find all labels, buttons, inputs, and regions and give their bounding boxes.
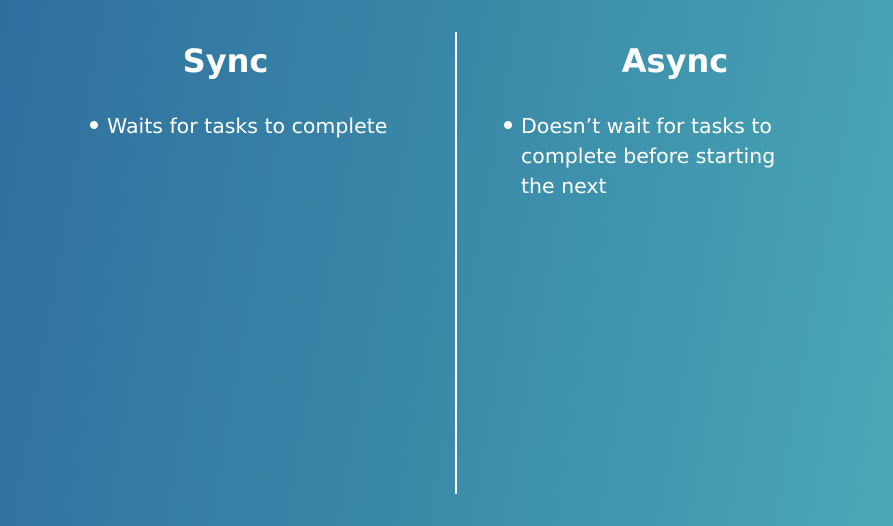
column-divider [455, 32, 457, 494]
bullet-item: Waits for tasks to complete [90, 111, 430, 141]
async-title: Async [621, 42, 729, 80]
sync-title: Sync [182, 42, 269, 80]
async-column: Async Doesn’t wait for tasks to complete… [457, 0, 893, 526]
bullet-dot-icon [504, 121, 512, 129]
bullet-text: Doesn’t wait for tasks to complete befor… [521, 114, 776, 198]
sync-column: Sync Waits for tasks to complete [0, 0, 455, 526]
bullet-item: Doesn’t wait for tasks to complete befor… [504, 111, 804, 201]
bullet-text: Waits for tasks to complete [107, 114, 388, 138]
async-bullet-list: Doesn’t wait for tasks to complete befor… [504, 111, 804, 201]
sync-bullet-list: Waits for tasks to complete [90, 111, 430, 141]
bullet-dot-icon [90, 121, 98, 129]
